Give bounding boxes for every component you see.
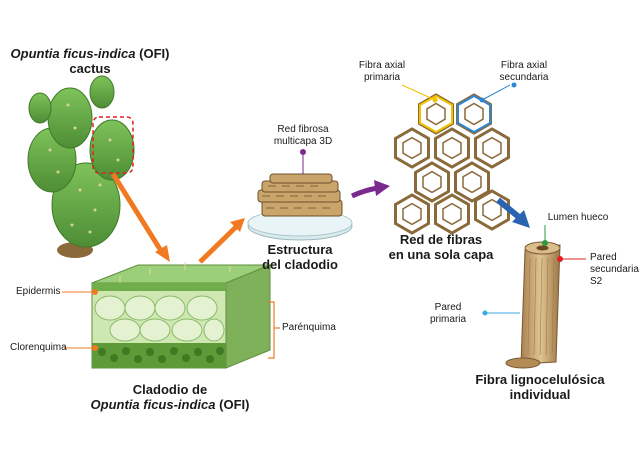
- hex-cell: [474, 127, 510, 169]
- network-highlights: [401, 82, 517, 134]
- hex-cell-inner: [422, 170, 442, 194]
- hex-cell-inner: [462, 170, 482, 194]
- hex-cell: [456, 93, 492, 135]
- cladode-markers: [62, 289, 280, 359]
- lumen-label: Lumen hueco: [547, 212, 609, 223]
- hex-cell-inner: [464, 102, 484, 126]
- parenchyma-label: Parénquima: [282, 322, 336, 333]
- hex-cell-inner: [402, 202, 422, 226]
- hex-cell: [474, 189, 510, 231]
- hex-cell: [414, 161, 450, 203]
- hex-cell: [454, 161, 490, 203]
- hex-cell-inner: [442, 136, 462, 160]
- single-fiber-illustration: [482, 225, 586, 369]
- cladode-block-illustration: [91, 262, 271, 369]
- hex-cell: [394, 127, 430, 169]
- hex-cell: [434, 127, 470, 169]
- cladode-title: Cladodio de Opuntia ficus-indica (OFI): [90, 382, 250, 412]
- hex-cell-inner: [426, 102, 446, 126]
- hex-cell-inner: [442, 202, 462, 226]
- hex-cell: [434, 193, 470, 235]
- hex-cell: [394, 193, 430, 235]
- epidermis-label: Epidermis: [16, 286, 61, 297]
- cactus-title: Opuntia ficus-indica (OFI) cactus: [10, 46, 170, 76]
- cactus-illustration: [27, 75, 135, 258]
- hex-cell-inner: [482, 136, 502, 160]
- cladode-selection-box: [92, 116, 134, 174]
- hex-cell-inner: [402, 136, 422, 160]
- chlorenchyma-label: Clorenquima: [10, 342, 67, 353]
- orange-arrows: [110, 172, 245, 264]
- cladode-structure-illustration: [247, 149, 353, 241]
- purple-arrow: [350, 180, 390, 199]
- blue-arrow: [496, 197, 530, 228]
